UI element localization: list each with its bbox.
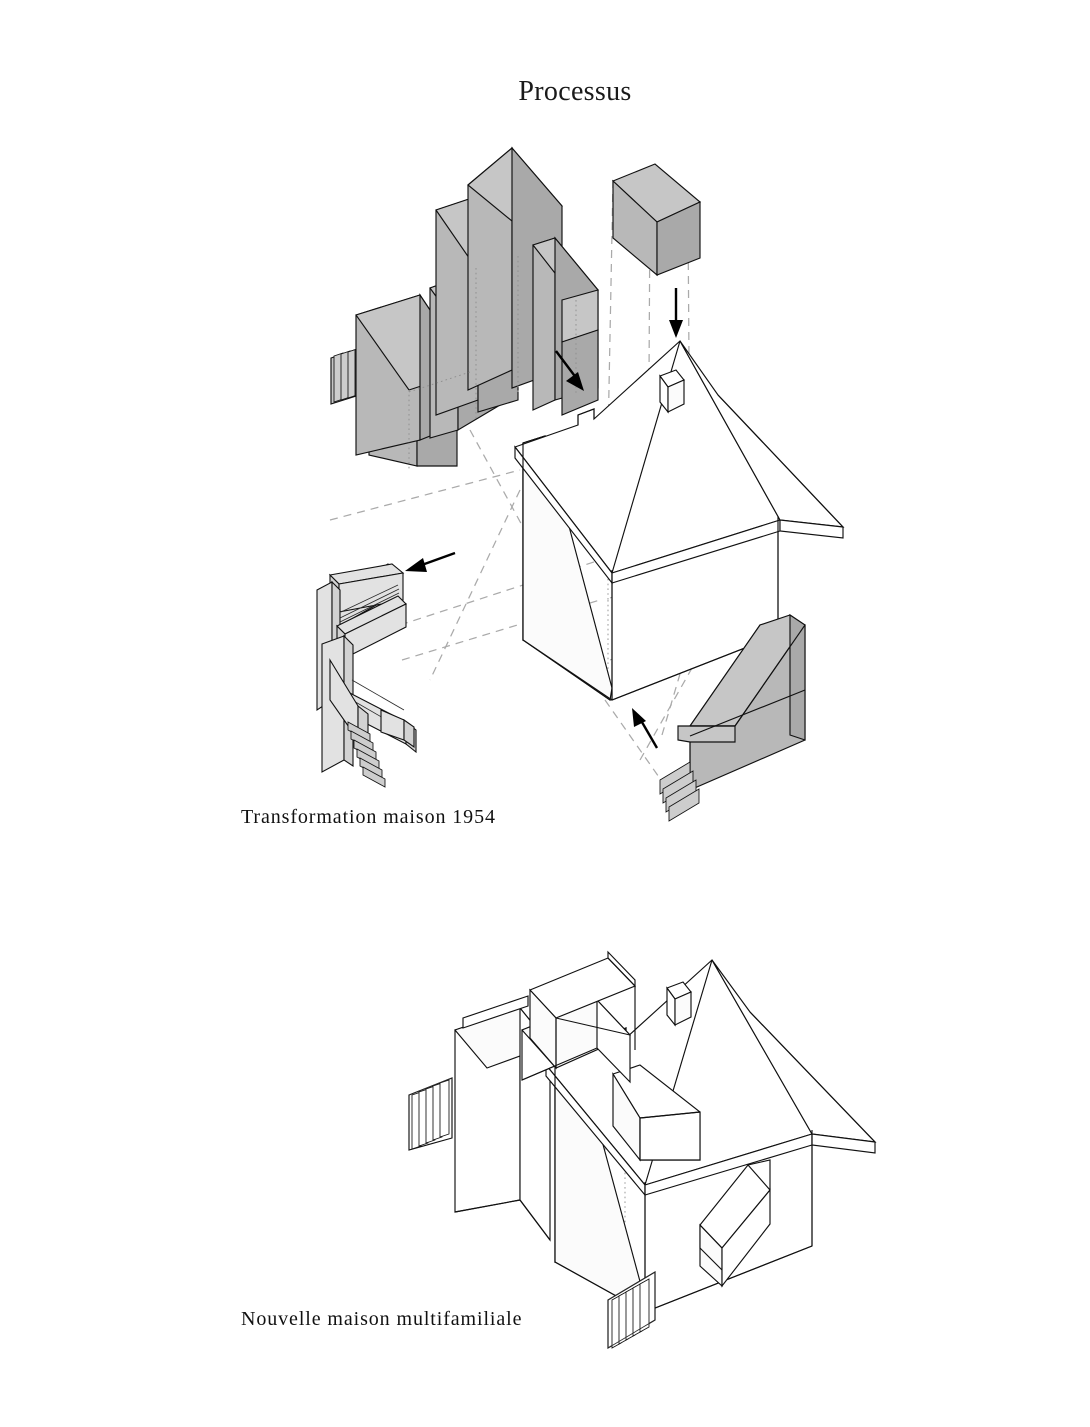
- dormer-box-volume: [611, 163, 702, 277]
- assembled-roof-dormer: [612, 1064, 701, 1162]
- roof-chimney: [659, 369, 685, 414]
- assembled-ridge-dormer: [521, 950, 637, 1084]
- existing-house-volume: [514, 340, 845, 702]
- caption-transformation: Transformation maison 1954: [241, 806, 496, 828]
- assembled-right-stair: [607, 1270, 656, 1350]
- caption-nouvelle-maison: Nouvelle maison multifamiliale: [241, 1308, 523, 1330]
- balcony-terrace-assembly: [316, 563, 417, 788]
- assembled-chimney: [666, 981, 692, 1027]
- arrow-balcony-left: [405, 551, 456, 572]
- arrow-dormer-down: [669, 288, 683, 338]
- assembled-house-volume: [545, 959, 877, 1313]
- assembled-ramp: [607, 1159, 771, 1350]
- arrow-wedge-up-left: [632, 708, 659, 749]
- arrow-massing-down-right: [555, 350, 584, 391]
- stepped-massing-volume: [330, 146, 599, 470]
- balcony-stair: [347, 721, 386, 788]
- wedge-stair: [659, 761, 700, 822]
- assembled-left-stair: [408, 1077, 453, 1151]
- page-title: Processus: [518, 76, 632, 107]
- ramp-wedge-volume: [659, 613, 806, 822]
